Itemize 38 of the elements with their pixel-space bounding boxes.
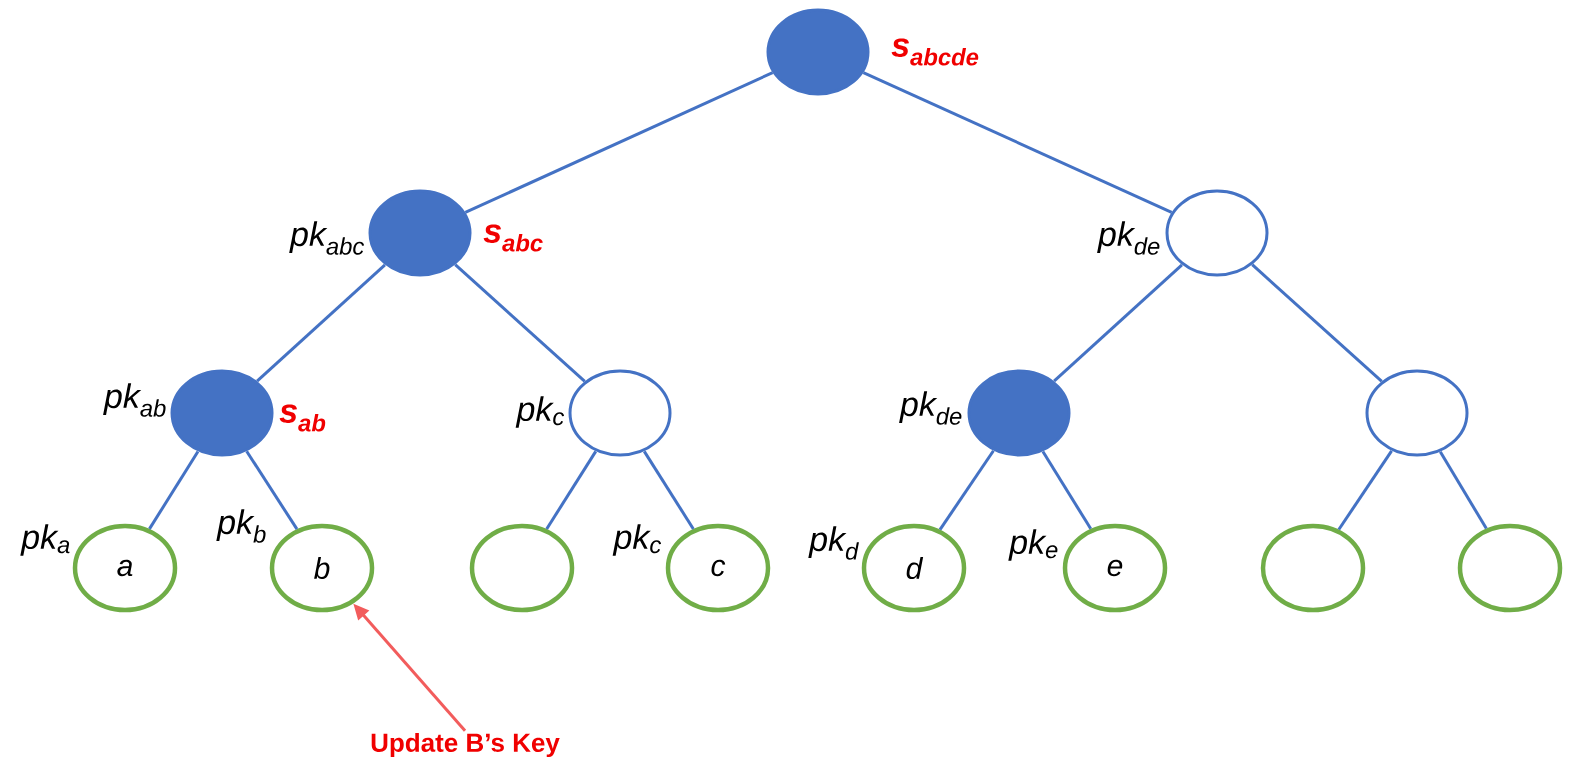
node-label: pk$_{e}$ bbox=[1008, 529, 1058, 561]
tree-edge bbox=[1337, 450, 1393, 531]
filled-node-ellipse bbox=[170, 369, 274, 457]
tree-edge bbox=[1251, 263, 1383, 383]
annotation-text: Update B’s Key bbox=[371, 732, 560, 758]
empty-node-ellipse bbox=[568, 369, 672, 457]
node-label: pk$_{b}$ bbox=[216, 509, 266, 543]
node-label: pk$_{a}$ bbox=[20, 524, 70, 556]
leaf-node-ellipse bbox=[1260, 523, 1366, 613]
node-label: pk$_{c}$ bbox=[612, 524, 662, 556]
filled-node-ellipse bbox=[967, 369, 1071, 457]
filled-node-ellipse bbox=[368, 189, 472, 277]
node-label: pk$_{d}$ bbox=[808, 526, 859, 560]
node-label: s$_{abcde}$ bbox=[891, 38, 979, 66]
node-label: s$_{abc}$ bbox=[483, 224, 543, 252]
tree-edge bbox=[1439, 451, 1488, 530]
node-label: pk$_{de}$ bbox=[1097, 221, 1160, 255]
node-label: pk$_{ab}$ bbox=[103, 383, 166, 417]
tree-edge bbox=[938, 449, 995, 531]
tree-edge bbox=[1053, 263, 1183, 383]
tree-edge bbox=[464, 71, 774, 214]
tree-edge bbox=[545, 450, 597, 530]
tree-edge bbox=[148, 450, 200, 530]
node-label: pk$_{abc}$ bbox=[289, 221, 365, 255]
tree-edge bbox=[256, 263, 386, 383]
tree-edge bbox=[1041, 450, 1092, 530]
tree-edge bbox=[862, 71, 1173, 214]
leaf-node-ellipse bbox=[1457, 523, 1563, 613]
tree-edge bbox=[454, 263, 586, 383]
node-label: pk$_{c}$ bbox=[515, 396, 565, 428]
empty-node-ellipse bbox=[1365, 369, 1469, 457]
tree-edge bbox=[643, 450, 695, 530]
tree-edge bbox=[245, 450, 299, 530]
empty-node-ellipse bbox=[1165, 189, 1269, 277]
node-label: pk$_{de}$ bbox=[899, 391, 962, 425]
node-label: s$_{ab}$ bbox=[279, 404, 326, 432]
leaf-node-ellipse bbox=[469, 523, 575, 613]
filled-node-ellipse bbox=[766, 8, 870, 96]
